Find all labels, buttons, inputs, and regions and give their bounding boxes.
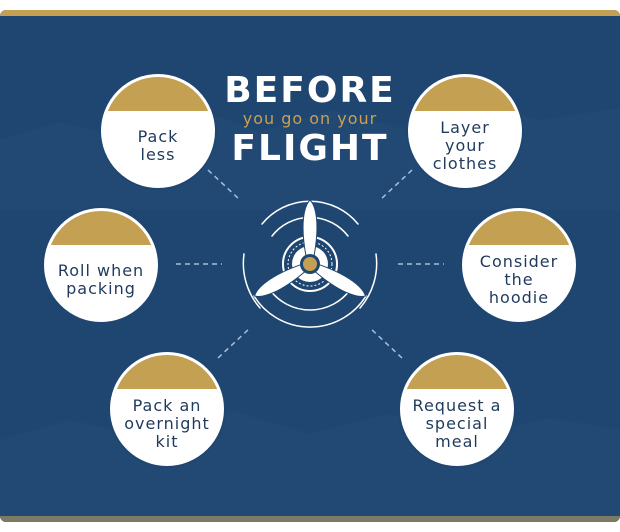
tip-bubble-pack-less: Pack less [101,74,215,188]
tip-bubble-consider-hoodie: Consider the hoodie [462,208,576,322]
title-subtitle: you go on your [242,109,378,128]
mountain-silhouette-lower [0,410,620,522]
connector-line [207,169,241,201]
top-accent-bar [0,10,620,16]
tip-label: Pack an overnight kit [124,396,210,451]
infographic-card: BEFORE you go on your FLIGHT Pack less L… [0,10,620,522]
bubble-cap [403,355,511,393]
bubble-cap [113,355,221,393]
connector-line [369,327,403,359]
title-flight: FLIGHT [231,128,389,169]
title-before: BEFORE [224,70,396,111]
bottom-accent-bar [0,516,620,522]
propeller-icon [242,199,378,328]
tip-bubble-overnight-kit: Pack an overnight kit [110,352,224,466]
tip-bubble-layer-clothes: Layer your clothes [408,74,522,188]
connector-line [217,327,251,359]
bubble-cap [465,211,573,249]
connector-line [379,169,413,201]
tip-label: Layer your clothes [432,118,498,173]
bubble-cap [411,77,519,115]
tip-label: Request a special meal [412,396,502,451]
tip-bubble-roll-packing: Roll when packing [44,208,158,322]
bubble-cap [47,211,155,249]
tip-label: Consider the hoodie [479,252,559,307]
tip-label: Roll when packing [57,261,145,298]
tip-label: Pack less [137,127,179,164]
tip-bubble-special-meal: Request a special meal [400,352,514,466]
bubble-cap [104,77,212,115]
